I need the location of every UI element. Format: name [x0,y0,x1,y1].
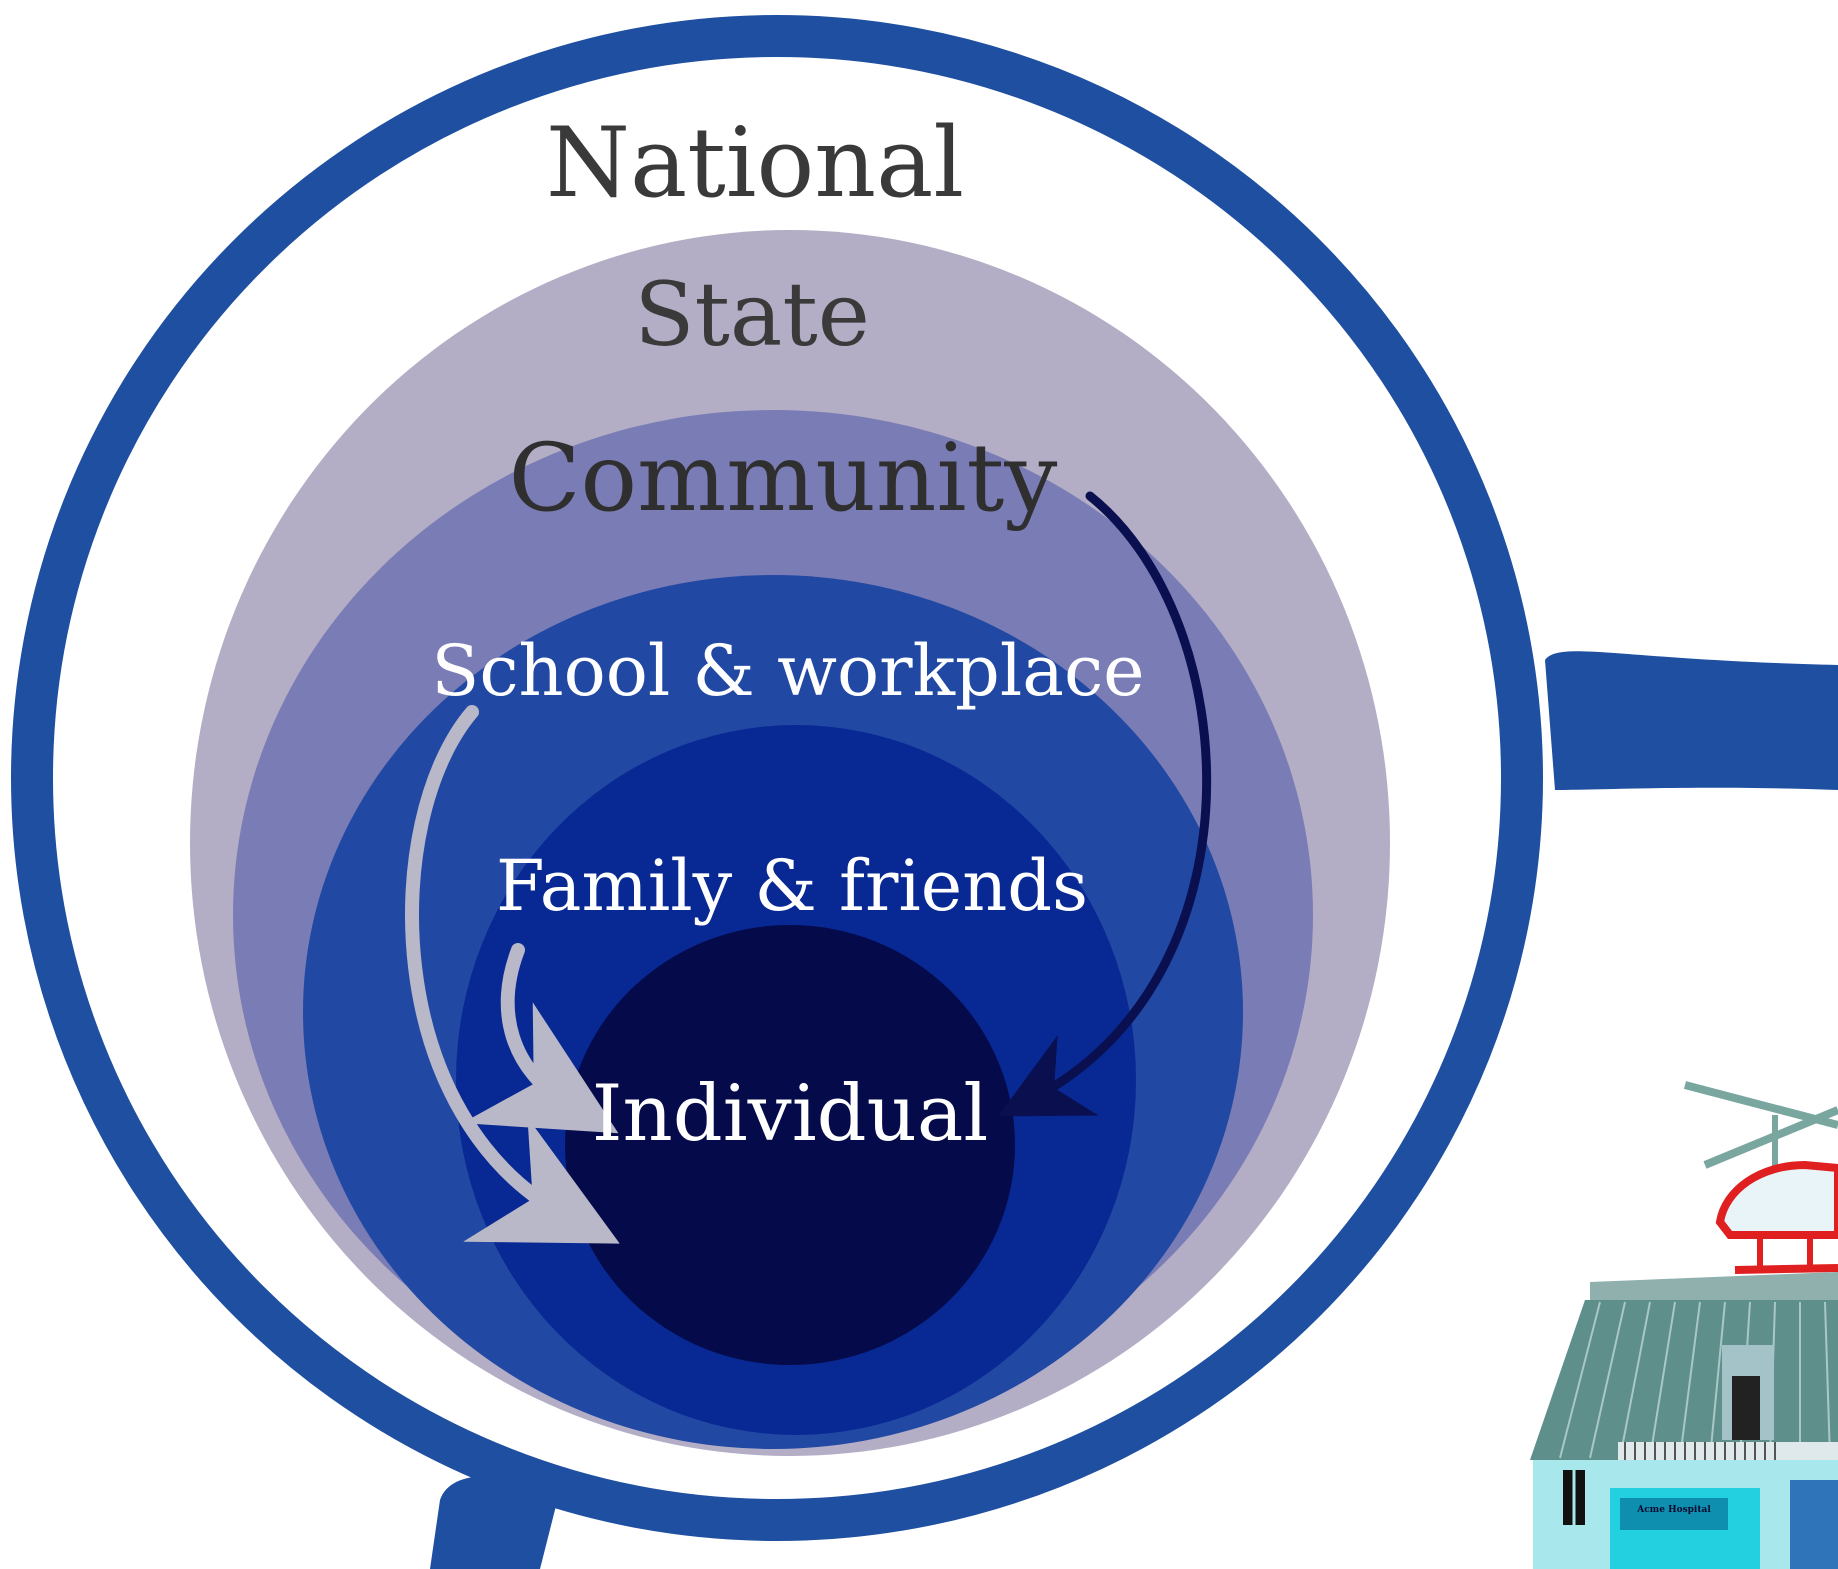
label-school-workplace: School & workplace [431,630,1144,712]
label-national: National [546,107,964,219]
label-family-friends: Family & friends [496,845,1088,927]
hospital-building-with-helicopter-icon: Acme Hospital [1530,1081,1838,1569]
label-community: Community [509,424,1058,533]
arrow-community-to-individual [997,491,1212,1117]
arrow-family-to-individual [462,943,619,1134]
hospital-sign: Acme Hospital [1636,1505,1711,1515]
connector-bar [1545,651,1838,790]
label-individual: Individual [592,1069,989,1159]
label-state: State [634,263,870,366]
arrow-school-to-individual [405,705,620,1244]
ring-individual [565,925,1015,1365]
